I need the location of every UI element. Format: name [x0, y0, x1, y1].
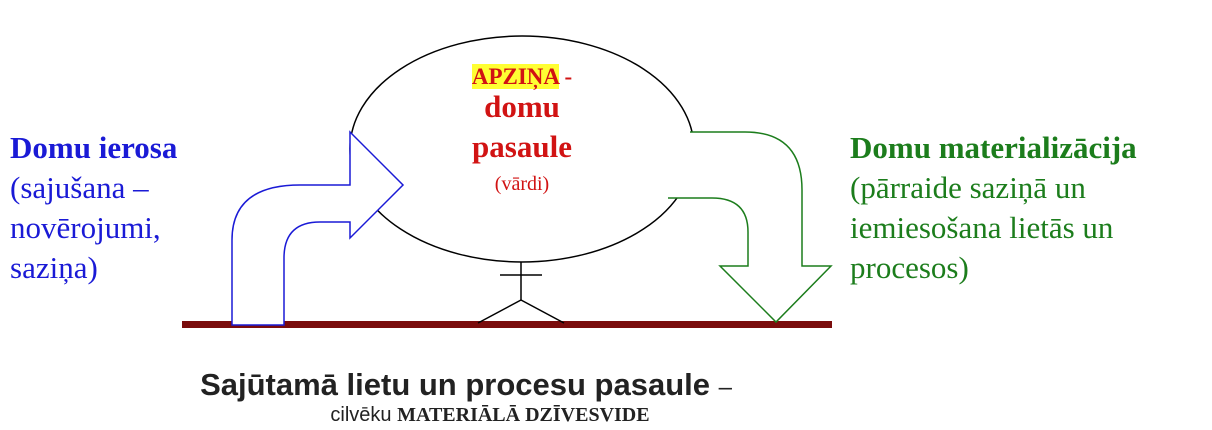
- center-line-thought: domu: [484, 89, 560, 124]
- bottom-caption: Sajūtamā lietu un procesu pasaule –: [0, 367, 732, 403]
- output-arrow: [668, 131, 833, 324]
- right-title: Domu materializācija: [850, 130, 1137, 165]
- ground-line: [182, 321, 832, 328]
- bottom-sub-prefix: cilvēku: [330, 404, 392, 426]
- bottom-dash: –: [718, 374, 732, 401]
- figure-leg-left: [477, 299, 522, 324]
- bottom-main-text: Sajūtamā lietu un procesu pasaule: [200, 367, 711, 402]
- center-line-world: pasaule: [472, 129, 572, 164]
- left-line-1: (sajušana –: [10, 170, 149, 205]
- left-line-2: novērojumi,: [10, 210, 161, 245]
- center-line-words: (vārdi): [494, 173, 550, 195]
- left-line-3: saziņa): [10, 250, 98, 285]
- center-dash: -: [564, 64, 573, 89]
- right-line-3: procesos): [850, 250, 969, 285]
- input-arrow: [231, 130, 405, 326]
- center-heading-line: APZIŅA -: [422, 64, 622, 90]
- consciousness-label: APZIŅA: [471, 64, 559, 89]
- figure-leg-right: [520, 299, 565, 324]
- bottom-sub-bold: MATERIĀLĀ DZĪVESVIDE: [397, 404, 650, 426]
- left-title: Domu ierosa: [10, 130, 178, 165]
- right-line-1: (pārraide saziņā un: [850, 170, 1086, 205]
- bottom-subcaption: cilvēku MATERIĀLĀ DZĪVESVIDE: [260, 404, 720, 427]
- right-line-2: iemiesošana lietās un: [850, 210, 1114, 245]
